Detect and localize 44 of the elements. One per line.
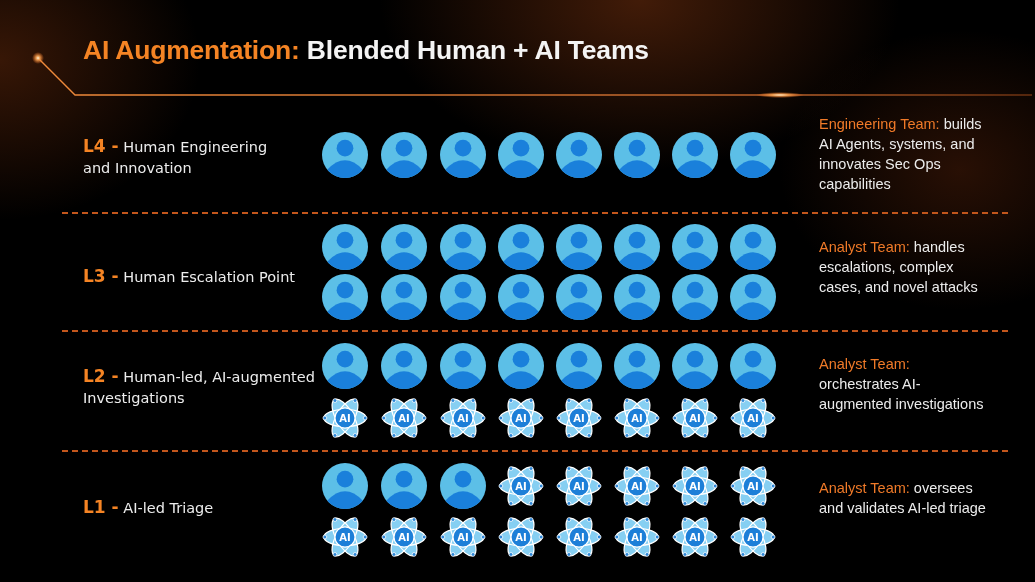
person-icon <box>322 343 368 389</box>
person-icon <box>498 343 544 389</box>
tier-label: L4 - Human Engineering and Innovation <box>83 136 269 178</box>
person-icon <box>730 274 776 320</box>
person-icon <box>614 274 660 320</box>
person-icon <box>322 132 368 178</box>
team-description: Analyst Team: orchestrates AI-augmented investigations <box>819 355 985 414</box>
person-icon <box>556 343 602 389</box>
person-icon <box>614 343 660 389</box>
person-icon <box>672 224 718 270</box>
person-icon <box>556 132 602 178</box>
person-icon <box>381 224 427 270</box>
person-icon <box>322 274 368 320</box>
person-icon <box>498 132 544 178</box>
tier-label: L2 - Human-led, AI-augmented Investigations <box>83 366 316 408</box>
person-icon <box>381 274 427 320</box>
person-icon <box>440 343 486 389</box>
tier-label: L3 - Human Escalation Point <box>83 266 297 288</box>
person-icon <box>381 132 427 178</box>
person-icon <box>322 224 368 270</box>
person-icon <box>730 343 776 389</box>
tier-label: L1 - AI-led Triage <box>83 497 215 519</box>
person-icon <box>440 132 486 178</box>
person-icon <box>672 343 718 389</box>
person-icon <box>440 463 486 509</box>
person-icon <box>440 224 486 270</box>
team-description: Analyst Team: handles escalations, complex cases, and novel attacks <box>819 238 979 297</box>
team-description: Analyst Team: oversees and validates AI-led triage <box>819 479 987 518</box>
person-icon <box>614 224 660 270</box>
person-icon <box>381 463 427 509</box>
person-icon <box>556 274 602 320</box>
person-icon <box>730 224 776 270</box>
title: AI Augmentation: Blended Human + AI Teams <box>83 35 649 66</box>
person-icon <box>322 463 368 509</box>
person-icon <box>440 274 486 320</box>
person-icon <box>556 224 602 270</box>
person-icon <box>672 274 718 320</box>
team-description: Engineering Team: builds AI Agents, systems, and innovates Sec Ops capabilities <box>819 115 983 194</box>
person-icon <box>614 132 660 178</box>
person-icon <box>672 132 718 178</box>
person-icon <box>730 132 776 178</box>
person-icon <box>498 274 544 320</box>
person-icon <box>498 224 544 270</box>
person-icon <box>381 343 427 389</box>
